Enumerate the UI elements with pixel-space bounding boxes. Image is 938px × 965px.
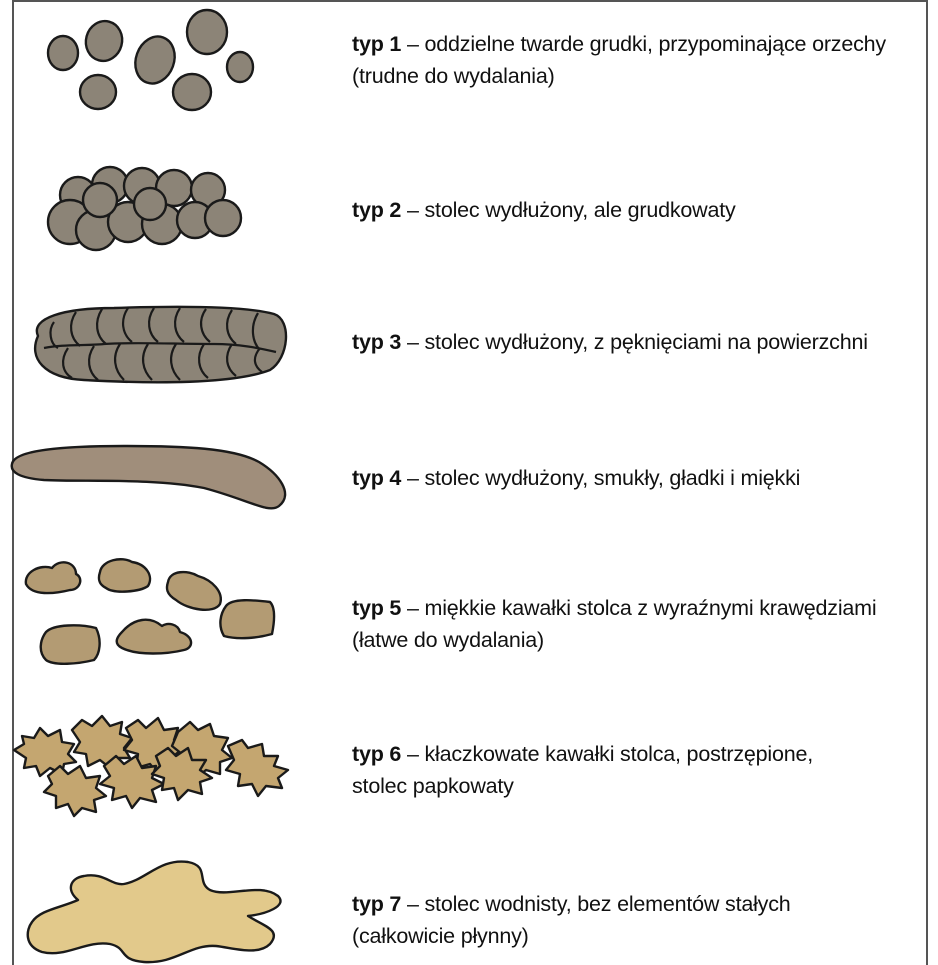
type-6-fluffy-piece [226,740,288,796]
type-6-text-line2: stolec papkowaty [352,770,932,802]
type-1-lump [129,31,181,89]
type-3-text: – stolec wydłużony, z pęknięciami na pow… [407,330,868,354]
type-5-piece [26,562,80,593]
type-3-description: typ 3 – stolec wydłużony, z pęknięciami … [352,326,932,358]
type-1-label: typ 1 [352,32,401,56]
type-5-text-line2: (łatwe do wydalania) [352,624,932,656]
type-3-illustration [24,298,294,388]
type-5-label: typ 5 [352,596,401,620]
type-6-label: typ 6 [352,742,401,766]
type-2-lump [83,183,117,217]
type-5-illustration [18,552,288,672]
type-5-text: – miękkie kawałki stolca z wyraźnymi kra… [407,596,877,620]
type-6-fluffy-piece [44,766,106,816]
type-1-lump [173,74,211,110]
type-1-lump [227,52,253,82]
type-4-description: typ 4 – stolec wydłużony, smukły, gładki… [352,462,932,494]
frame-border-top [12,0,928,2]
type-6-fluffy-piece [14,728,76,776]
type-7-description: typ 7 – stolec wodnisty, bez elementów s… [352,888,932,952]
type-5-description: typ 5 – miękkie kawałki stolca z wyraźny… [352,592,932,656]
type-5-piece [220,600,274,638]
type-7-label: typ 7 [352,892,401,916]
type-2-lump [134,188,166,220]
type-1-illustration [40,5,270,115]
type-4-label: typ 4 [352,466,401,490]
type-1-text: – oddzielne twarde grudki, przypominając… [407,32,886,56]
type-2-description: typ 2 – stolec wydłużony, ale grudkowaty [352,194,932,226]
type-4-body [12,446,285,508]
type-1-lump [81,17,126,65]
type-1-description: typ 1 – oddzielne twarde grudki, przypom… [352,28,932,92]
type-1-lump [187,10,227,54]
type-4-illustration [4,432,294,516]
type-7-illustration [20,852,290,965]
type-4-text: – stolec wydłużony, smukły, gładki i mię… [407,466,800,490]
type-6-text: – kłaczkowate kawałki stolca, postrzępio… [407,742,813,766]
type-5-piece [117,620,191,654]
type-3-label: typ 3 [352,330,401,354]
type-1-lump [80,75,116,109]
type-2-text: – stolec wydłużony, ale grudkowaty [407,198,736,222]
type-7-liquid-puddle [28,862,281,963]
type-2-lump [205,200,241,236]
type-1-text-line2: (trudne do wydalania) [352,60,932,92]
type-6-illustration [8,708,308,818]
type-7-text-line2: (całkowicie płynny) [352,920,932,952]
type-5-piece [41,625,100,663]
type-7-text: – stolec wodnisty, bez elementów stałych [407,892,791,916]
type-6-fluffy-piece [72,716,132,768]
type-2-illustration [40,160,260,260]
type-5-piece [167,572,221,610]
type-5-piece [99,559,150,591]
type-1-lump [48,36,78,70]
type-6-description: typ 6 – kłaczkowate kawałki stolca, post… [352,738,932,802]
type-2-label: typ 2 [352,198,401,222]
